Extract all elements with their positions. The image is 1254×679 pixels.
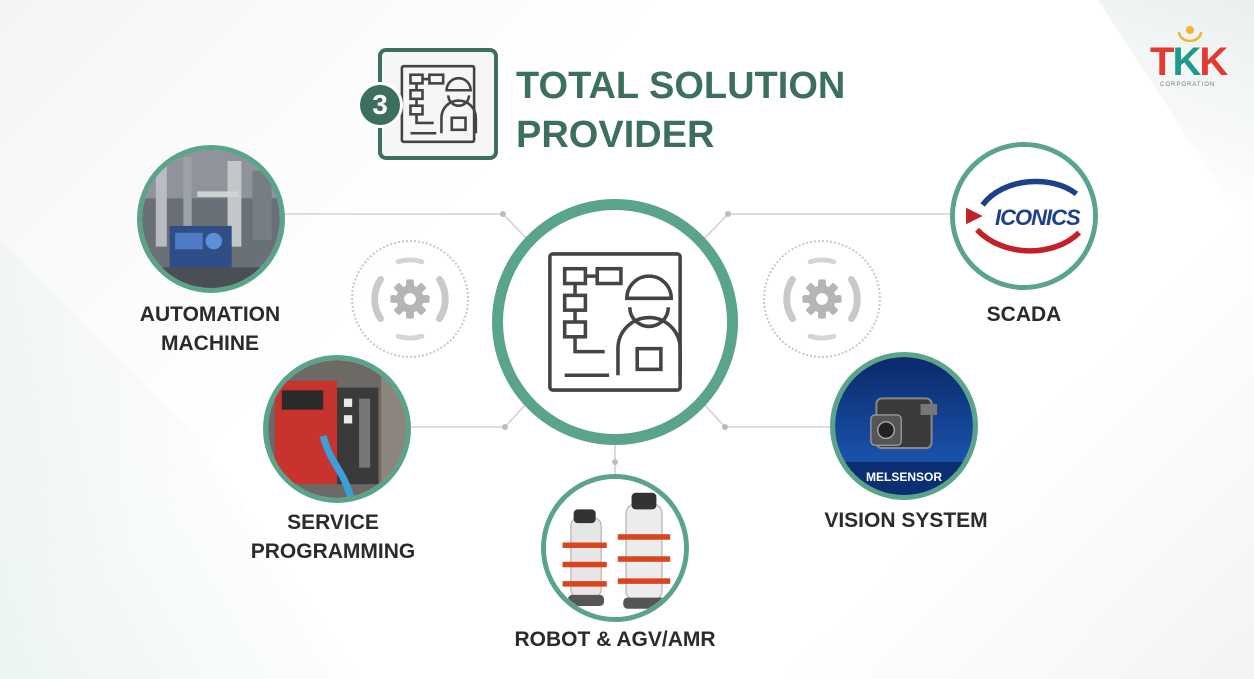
logo-letter-t: T	[1150, 40, 1174, 84]
gear-ring-right	[763, 240, 881, 358]
logo-subtitle: CORPORATION	[1160, 82, 1216, 88]
title-line-2: PROVIDER	[516, 114, 715, 156]
sun-arc-icon	[1177, 26, 1203, 42]
logo-wordmark: TKK	[1150, 40, 1228, 84]
service-programming-image	[263, 355, 411, 503]
logo-letter-k1: K	[1172, 40, 1201, 84]
service-programming-label: SERVICE PROGRAMMING	[233, 508, 433, 566]
step-number-badge: 3	[357, 82, 403, 128]
logo-letter-k2: K	[1199, 40, 1228, 84]
automation-label-line-1: AUTOMATION	[139, 303, 281, 326]
page-title: TOTAL SOLUTION PROVIDER	[516, 62, 916, 160]
automation-machine-label: AUTOMATION MACHINE	[120, 300, 300, 358]
engineer-blueprint-icon	[548, 252, 682, 392]
gear-icon	[783, 257, 861, 341]
scada-label: SCADA	[986, 303, 1062, 326]
service-label-line-2: PROGRAMMING	[250, 540, 416, 563]
robot-agv-image	[541, 474, 689, 622]
title-line-1: TOTAL SOLUTION	[516, 65, 846, 107]
robot-agv-label: ROBOT & AGV/AMR	[514, 628, 716, 651]
vision-system-image: MELSENSOR	[830, 352, 978, 500]
automation-machine-image	[137, 145, 285, 293]
service-label-line-1: SERVICE	[287, 511, 379, 534]
scada-iconics-image: ICONICS	[950, 142, 1098, 290]
title-icon-box	[378, 48, 498, 160]
gear-ring-left	[351, 240, 469, 358]
vision-system-label: VISION SYSTEM	[824, 509, 988, 532]
gear-icon	[371, 257, 449, 341]
melsensor-brand-text: MELSENSOR	[865, 470, 942, 484]
iconics-brand-text: ICONICS	[995, 205, 1081, 230]
center-hub	[492, 199, 738, 445]
engineer-blueprint-icon	[400, 64, 478, 144]
tkk-logo: TKK CORPORATION	[1146, 20, 1236, 92]
automation-label-line-2: MACHINE	[161, 332, 259, 355]
